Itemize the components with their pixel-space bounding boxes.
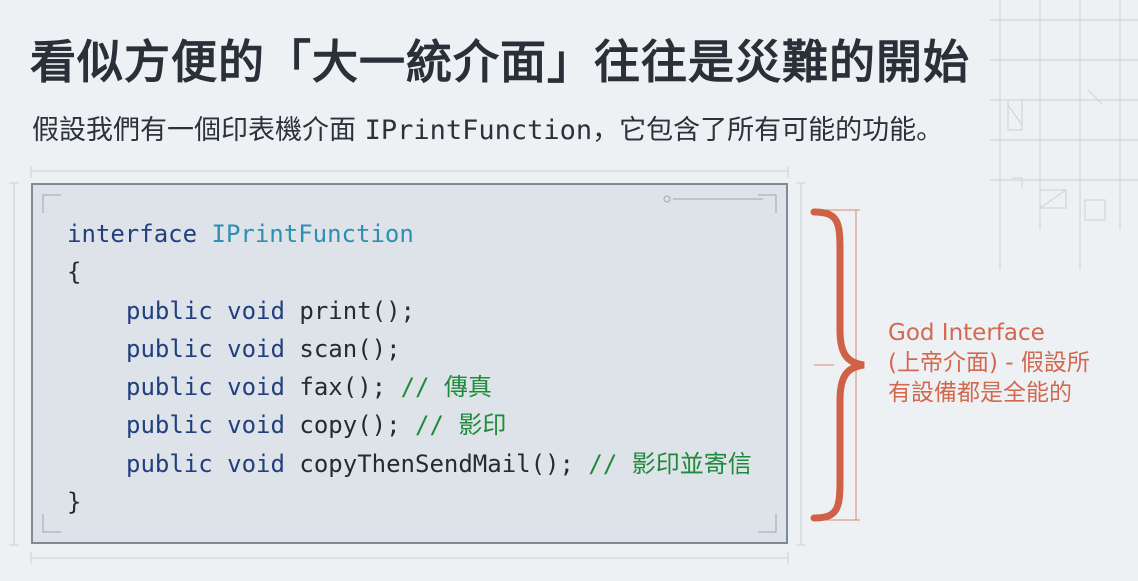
subtitle-suffix: ，它包含了所有可能的功能。 <box>592 115 944 146</box>
interface-name: IPrintFunction <box>211 220 414 248</box>
code-block: interface IPrintFunction { public void p… <box>67 215 752 521</box>
code-line-method: public void fax(); // 傳真 <box>67 368 752 406</box>
code-line-close-brace: } <box>67 488 82 517</box>
subtitle-code-name: IPrintFunction <box>364 115 593 146</box>
interface-keyword: interface <box>67 220 198 248</box>
code-line-method: public void copy(); // 影印 <box>67 406 752 444</box>
method-comment: // 影印並寄信 <box>588 449 752 478</box>
annotation-line-2: (上帝介面) - 假設所 <box>888 350 1090 376</box>
code-line-open-brace: { <box>67 258 82 287</box>
method-modifier: public void <box>126 296 285 325</box>
slide-title: 看似方便的「大一統介面」往往是災難的開始 <box>30 35 970 89</box>
method-modifier: public void <box>126 411 285 440</box>
method-modifier: public void <box>126 334 285 363</box>
annotation-line-1: God Interface <box>888 320 1045 346</box>
method-modifier: public void <box>126 449 285 478</box>
method-signature: fax(); <box>299 373 387 402</box>
method-signature: copyThenSendMail(); <box>299 449 574 478</box>
subtitle-prefix: 假設我們有一個印表機介面 <box>32 115 365 146</box>
code-line-method: public void copyThenSendMail(); // 影印並寄信 <box>67 445 752 483</box>
method-signature: print(); <box>299 296 415 325</box>
method-comment: // 影印 <box>415 411 507 440</box>
method-signature: scan(); <box>299 334 401 363</box>
method-modifier: public void <box>126 373 285 402</box>
code-line-method: public void print(); <box>67 292 752 330</box>
code-line-method: public void scan(); <box>67 330 752 368</box>
method-signature: copy(); <box>299 411 401 440</box>
code-panel: interface IPrintFunction { public void p… <box>31 183 788 544</box>
curly-brace-icon <box>810 208 865 522</box>
god-interface-annotation: God Interface (上帝介面) - 假設所 有設備都是全能的 <box>888 318 1090 408</box>
code-line-interface: interface IPrintFunction <box>67 215 752 253</box>
method-comment: // 傳真 <box>400 373 492 402</box>
panel-corner-marks <box>42 194 777 533</box>
slide-subtitle: 假設我們有一個印表機介面 IPrintFunction，它包含了所有可能的功能。 <box>32 108 943 147</box>
annotation-line-3: 有設備都是全能的 <box>888 380 1072 406</box>
